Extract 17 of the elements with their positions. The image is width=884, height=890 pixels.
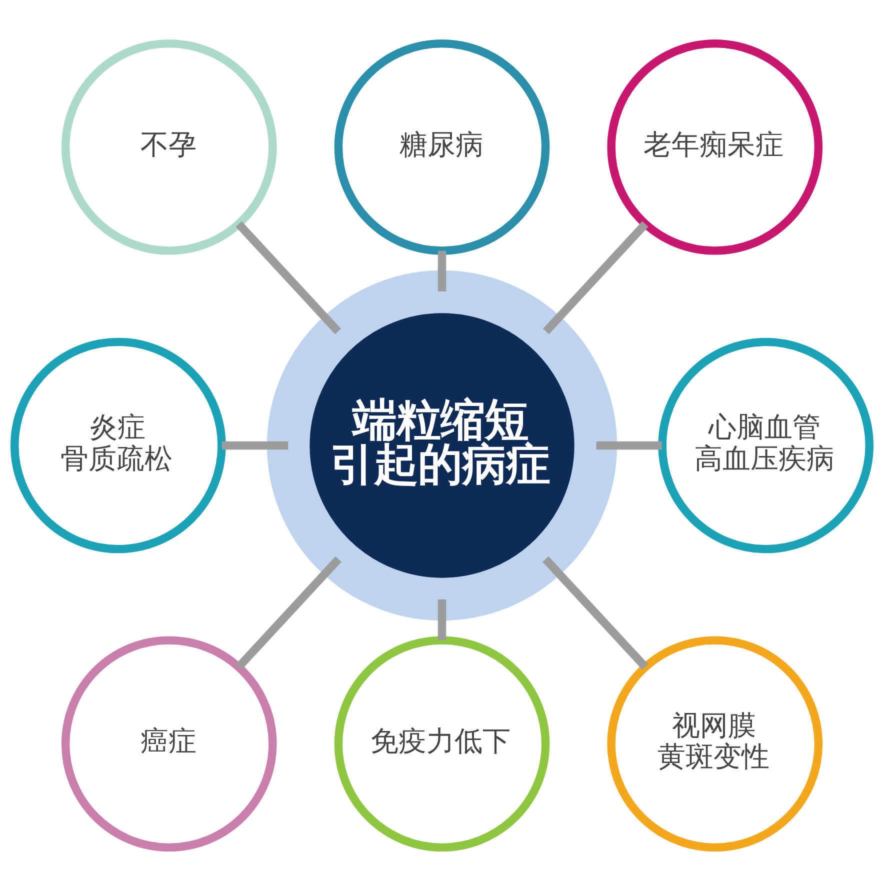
node-circle: 心脑血管高血压疾病 [658,337,874,553]
connector [236,220,342,334]
connector [236,556,342,670]
node-circle: 癌症 [61,636,277,852]
node-circle: 不孕 [61,38,277,254]
connector [438,598,446,640]
node-circle: 免疫力低下 [334,636,550,852]
connector [438,250,446,291]
connector [542,556,648,670]
node-circle: 炎症 骨质疏松 [10,337,226,553]
connector [222,440,288,450]
node-circle: 糖尿病 [334,38,550,254]
connector [596,440,662,450]
node-circle: 老年痴呆症 [607,38,823,254]
node-circle: 端粒缩短引起的病症 [266,270,618,620]
node-circle: 视网膜黄斑变性 [607,636,823,852]
connector [542,220,648,334]
